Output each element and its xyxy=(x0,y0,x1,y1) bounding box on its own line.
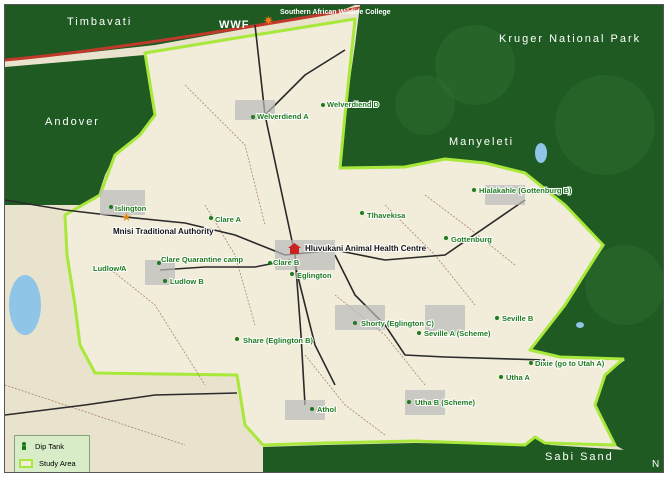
water-body xyxy=(535,143,547,163)
health-centre-label: Hluvukani Animal Health Centre xyxy=(305,244,427,253)
dip-tank-marker[interactable]: Dixie (go to Utah A) xyxy=(529,358,606,369)
water-body xyxy=(9,275,41,335)
dip-tank-marker[interactable]: Seville B xyxy=(495,313,535,324)
region-label-timbavati: Timbavati xyxy=(67,16,132,28)
dip-tank-marker[interactable]: Tlhavekisa xyxy=(360,210,407,221)
legend-label-dip-tank: Dip Tank xyxy=(35,441,65,451)
svg-text:Clare B: Clare B xyxy=(273,258,300,267)
dip-tank-marker[interactable]: Welverdiend A xyxy=(251,111,310,122)
region-label-kruger: Kruger National Park xyxy=(499,33,641,45)
dip-tank-marker[interactable]: Shorty (Eglington C) xyxy=(353,318,435,329)
authority-label: Mnisi Traditional Authority xyxy=(113,227,214,236)
dip-tank-marker[interactable]: Clare Quarantine camp xyxy=(157,254,245,265)
svg-text:Clare A: Clare A xyxy=(215,215,242,224)
college-label: Southern African Wildlife College xyxy=(280,9,391,16)
region-label-manyeleti: Manyeleti xyxy=(449,136,514,148)
map-canvas: Timbavati Kruger National Park Andover M… xyxy=(5,5,663,472)
svg-text:Welverdiend D: Welverdiend D xyxy=(327,100,380,109)
svg-text:Utha A: Utha A xyxy=(506,373,530,382)
legend-row-dip-tank: Dip Tank xyxy=(19,439,64,453)
svg-text:Share (Eglington B): Share (Eglington B) xyxy=(243,336,314,345)
svg-text:Ludlow B: Ludlow B xyxy=(170,277,204,286)
wwf-label: WWF xyxy=(219,19,249,31)
health-centre-roof xyxy=(288,243,301,248)
reserve-boundary-line xyxy=(5,6,361,62)
dip-tank-marker[interactable]: Islington xyxy=(109,203,148,214)
reserve-andover xyxy=(5,55,155,205)
svg-text:Ludlow A: Ludlow A xyxy=(93,264,127,273)
svg-text:Dixie (go to Utah A): Dixie (go to Utah A) xyxy=(535,359,605,368)
health-centre-icon xyxy=(290,248,299,254)
svg-text:Shorty (Eglington C): Shorty (Eglington C) xyxy=(361,319,434,328)
dip-tank-marker[interactable]: Gottenburg xyxy=(444,234,493,245)
dip-tank-marker[interactable]: Welverdiend D xyxy=(321,99,381,110)
dip-tank-marker[interactable]: Eglington xyxy=(290,270,333,281)
svg-text:Utha B (Scheme): Utha B (Scheme) xyxy=(415,398,476,407)
svg-text:Seville A (Scheme): Seville A (Scheme) xyxy=(424,329,491,338)
dip-tank-marker[interactable]: Ludlow B xyxy=(163,276,205,287)
study-area-polygon xyxy=(63,17,625,447)
dip-tank-marker[interactable]: Utha B (Scheme) xyxy=(407,397,477,408)
svg-text:Gottenburg: Gottenburg xyxy=(451,235,492,244)
legend-label-study-area: Study Area xyxy=(39,458,76,468)
north-arrow-icon: N xyxy=(652,459,659,470)
legend-row-study-area: Study Area xyxy=(19,456,76,470)
region-label-andover: Andover xyxy=(45,116,100,128)
svg-text:Clare Quarantine camp: Clare Quarantine camp xyxy=(161,255,244,264)
map-legend: Dip Tank Study Area xyxy=(14,435,90,472)
svg-text:Eglington: Eglington xyxy=(297,271,332,280)
dip-tank-icon xyxy=(19,441,29,451)
star-icon: ✷ xyxy=(263,13,274,28)
svg-text:Hlalakahle (Gottenburg B): Hlalakahle (Gottenburg B) xyxy=(479,186,572,195)
dip-tank-marker[interactable]: Clare B xyxy=(268,257,301,268)
svg-text:Islington: Islington xyxy=(115,204,147,213)
dip-tank-marker[interactable]: Ludlow A xyxy=(92,263,128,274)
reserve-timbavati xyxy=(5,5,355,60)
dip-tank-marker[interactable]: Utha A xyxy=(499,372,531,383)
study-area-icon xyxy=(19,458,33,468)
dip-tank-marker[interactable]: Clare A xyxy=(209,214,243,225)
region-label-sabi-sand: Sabi Sand xyxy=(545,451,614,463)
water-body xyxy=(576,322,584,328)
svg-text:Athol: Athol xyxy=(317,405,336,414)
dip-tank-marker[interactable]: Hlalakahle (Gottenburg B) xyxy=(472,185,573,196)
study-area-map[interactable]: Timbavati Kruger National Park Andover M… xyxy=(4,4,664,473)
svg-text:Seville B: Seville B xyxy=(502,314,534,323)
dip-tank-marker[interactable]: Seville A (Scheme) xyxy=(417,328,492,339)
dip-tank-marker[interactable]: Share (Eglington B) xyxy=(235,335,315,346)
reserve-sabi-sand xyxy=(263,437,663,472)
svg-text:Tlhavekisa: Tlhavekisa xyxy=(367,211,406,220)
dip-tank-layer: Welverdiend D Welverdiend A Islington Cl… xyxy=(92,99,606,415)
star-icon: ★ xyxy=(121,210,132,224)
svg-text:Welverdiend A: Welverdiend A xyxy=(257,112,309,121)
dip-tank-marker[interactable]: Athol xyxy=(310,404,337,415)
